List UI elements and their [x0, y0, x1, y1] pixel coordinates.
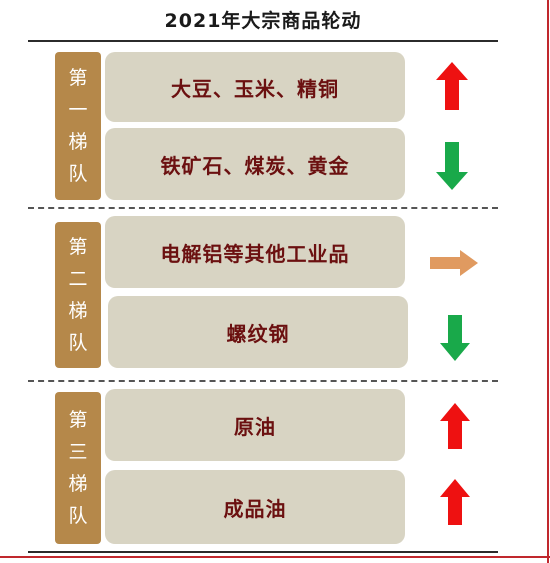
bottom-border-line: [0, 556, 550, 558]
tier-1-char-2: 一: [68, 99, 88, 121]
diagram-title: 2021年大宗商品轮动: [164, 10, 362, 32]
right-arrow-icon: [430, 250, 478, 276]
down-arrow-icon: [436, 142, 468, 190]
bottom-rule: [28, 551, 498, 553]
tier-divider-1: [28, 207, 498, 209]
tier-2-tag: 第 二 梯 队: [55, 222, 101, 368]
tier-2-char-3: 梯: [68, 300, 88, 322]
tier-1-char-1: 第: [68, 67, 88, 89]
up-arrow-icon: [440, 479, 470, 525]
tier-1-tag: 第 一 梯 队: [55, 52, 101, 200]
tier-3-tag: 第 三 梯 队: [55, 392, 101, 544]
tier-3-char-1: 第: [68, 409, 88, 431]
tier-2-char-2: 二: [68, 268, 88, 290]
commodity-box-1: 大豆、玉米、精铜: [105, 52, 405, 122]
commodity-box-3: 电解铝等其他工业品: [105, 216, 405, 288]
tier-3-char-2: 三: [68, 441, 88, 463]
tier-3-char-4: 队: [68, 505, 88, 527]
down-arrow-icon: [440, 315, 470, 361]
top-rule: [28, 40, 498, 42]
right-border-line: [547, 0, 549, 563]
tier-divider-2: [28, 380, 498, 382]
tier-2-char-4: 队: [68, 332, 88, 354]
commodity-box-4: 螺纹钢: [108, 296, 408, 368]
tier-1-char-4: 队: [68, 163, 88, 185]
commodity-box-2: 铁矿石、煤炭、黄金: [105, 128, 405, 200]
tier-1-char-3: 梯: [68, 131, 88, 153]
up-arrow-icon: [436, 62, 468, 110]
commodity-box-6: 成品油: [105, 470, 405, 544]
commodity-box-5: 原油: [105, 389, 405, 461]
up-arrow-icon: [440, 403, 470, 449]
tier-2-char-1: 第: [68, 236, 88, 258]
tier-3-char-3: 梯: [68, 473, 88, 495]
